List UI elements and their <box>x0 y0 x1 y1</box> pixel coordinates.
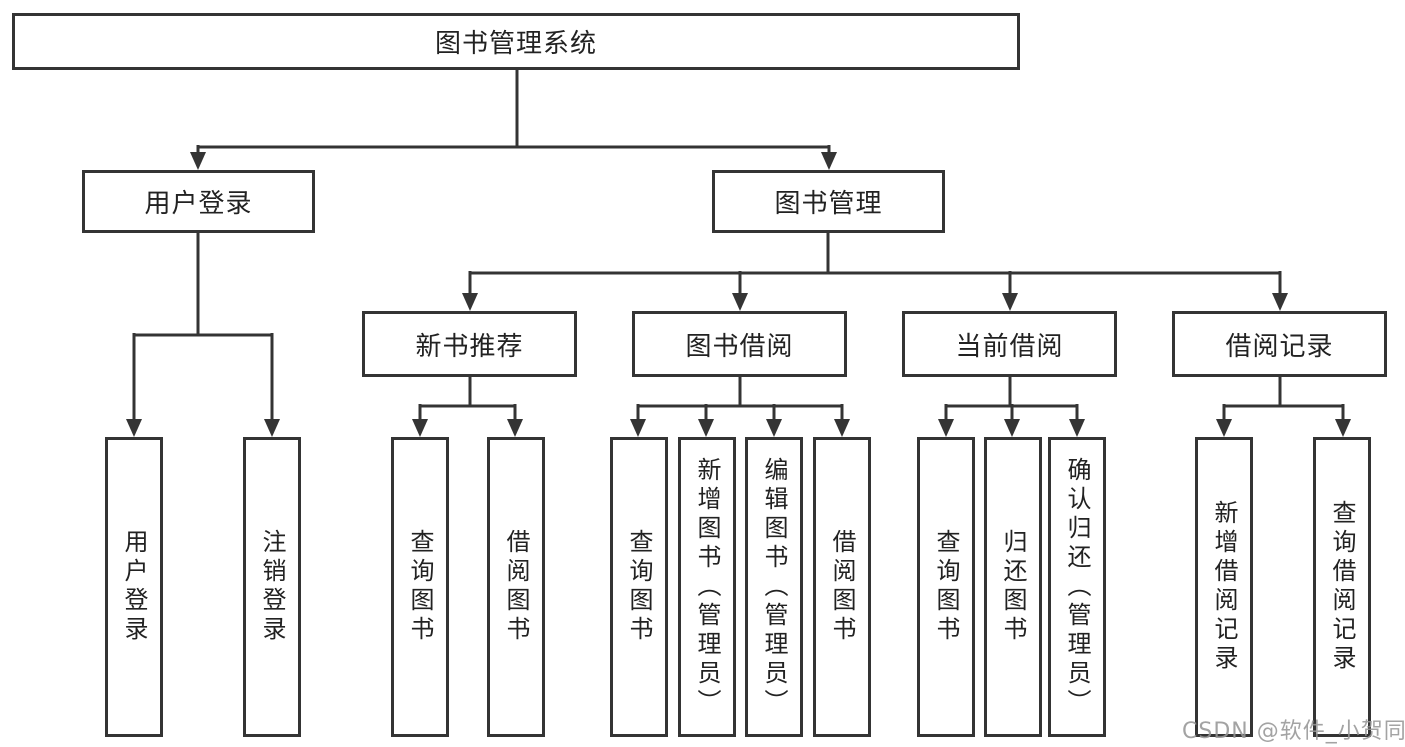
leaf-query-books-recommend: 查询图书 <box>391 437 449 737</box>
leaf-user-login: 用户登录 <box>105 437 163 737</box>
csdn-watermark: CSDN @软件_小贺同学 <box>1182 719 1405 744</box>
node-new-book-recommend: 新书推荐 <box>362 311 577 377</box>
node-label: 图书管理 <box>774 189 883 219</box>
node-label: 用户登录 <box>144 189 253 219</box>
node-label: 图书管理系统 <box>434 29 597 59</box>
leaf-logout: 注销登录 <box>243 437 301 737</box>
leaf-edit-book-admin: 编辑图书（管理员） <box>745 437 803 737</box>
leaf-add-borrow-record: 新增借阅记录 <box>1195 437 1253 737</box>
leaf-add-book-admin: 新增图书（管理员） <box>678 437 736 737</box>
leaf-label: 查询借阅记录 <box>1328 500 1356 674</box>
leaf-label: 用户登录 <box>120 529 148 645</box>
leaf-confirm-return-admin: 确认归还（管理员） <box>1048 437 1106 737</box>
node-current-borrowing: 当前借阅 <box>902 311 1117 377</box>
leaf-label: 查询图书 <box>932 529 960 645</box>
leaf-label: 借阅图书 <box>502 529 530 645</box>
node-book-management: 图书管理 <box>712 170 945 233</box>
node-borrowing-records: 借阅记录 <box>1172 311 1387 377</box>
leaf-borrow-books-recommend: 借阅图书 <box>487 437 545 737</box>
leaf-label: 新增图书（管理员） <box>693 456 721 718</box>
leaf-label: 新增借阅记录 <box>1210 500 1238 674</box>
leaf-label: 查询图书 <box>625 529 653 645</box>
leaf-return-books: 归还图书 <box>984 437 1042 737</box>
leaf-label: 借阅图书 <box>828 529 856 645</box>
node-label: 当前借阅 <box>955 331 1064 362</box>
node-library-management-system: 图书管理系统 <box>12 13 1020 70</box>
leaf-label: 注销登录 <box>258 529 286 645</box>
leaf-query-books-current: 查询图书 <box>917 437 975 737</box>
leaf-label: 查询图书 <box>406 529 434 645</box>
node-label: 借阅记录 <box>1225 331 1334 362</box>
leaf-label: 编辑图书（管理员） <box>760 456 788 718</box>
leaf-query-books-borrowing: 查询图书 <box>610 437 668 737</box>
leaf-borrow-books: 借阅图书 <box>813 437 871 737</box>
leaf-label: 确认归还（管理员） <box>1063 456 1091 718</box>
node-user-login: 用户登录 <box>82 170 315 233</box>
leaf-query-borrow-record: 查询借阅记录 <box>1313 437 1371 737</box>
node-label: 图书借阅 <box>685 331 794 362</box>
node-label: 新书推荐 <box>415 331 524 362</box>
node-book-borrowing: 图书借阅 <box>632 311 847 377</box>
arrowheads <box>126 152 1351 437</box>
connector-path <box>132 70 1345 421</box>
leaf-label: 归还图书 <box>999 529 1027 645</box>
